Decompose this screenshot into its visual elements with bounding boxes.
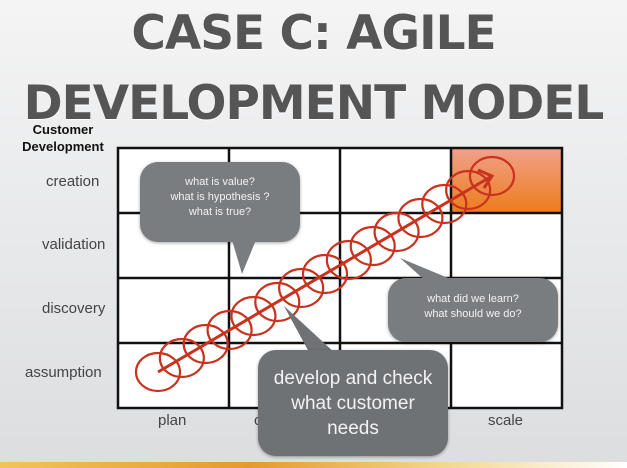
highlight-cell-creation-scale	[451, 149, 561, 212]
spiral-loop	[206, 309, 253, 351]
y-axis-title: Customer Development	[8, 121, 118, 155]
bubble-text: what is value?	[185, 176, 255, 188]
spiral-loop	[325, 239, 372, 281]
bubble-text: what is hypothesis ?	[170, 191, 270, 203]
spiral-loop	[134, 351, 182, 393]
spiral-loop	[445, 169, 492, 211]
speech-bubble-questions: what is value? what is hypothesis ? what…	[140, 162, 300, 274]
spiral-loop	[373, 211, 420, 253]
spiral-loop	[421, 183, 468, 225]
footer-stripe	[0, 462, 627, 468]
spiral-loop	[349, 225, 396, 267]
row-label-assumption: assumption	[25, 364, 102, 381]
spiral-loop	[301, 253, 349, 295]
column-label-partial: c	[254, 412, 262, 429]
spiral-loop	[397, 197, 444, 239]
row-label-validation: validation	[42, 236, 106, 253]
bubble-text: what should we do?	[424, 308, 522, 320]
row-label-creation: creation	[46, 173, 100, 190]
spiral-loop	[254, 281, 301, 323]
y-axis-title-line1: Customer	[32, 122, 94, 137]
spiral-axis	[157, 174, 493, 374]
iteration-spiral	[134, 155, 516, 393]
spiral-loop	[230, 295, 277, 337]
slide-title-line1: CASE C: AGILE	[131, 6, 496, 61]
spiral-loop	[158, 337, 205, 379]
slide-title-line2: DEVELOPMENT MODEL	[23, 76, 605, 131]
bubble-tail	[400, 258, 453, 284]
speech-bubble-develop: develop and check what customer needs	[258, 350, 448, 456]
bubble-text: develop and check	[273, 368, 433, 389]
row-label-discovery: discovery	[42, 300, 106, 317]
y-axis-title-line2: Development	[22, 139, 104, 154]
spiral-loop	[468, 155, 516, 197]
bubble-tail	[284, 306, 336, 354]
bubble-text: needs	[327, 418, 379, 439]
spiral-arrowhead	[477, 168, 495, 189]
column-label-scale: scale	[488, 412, 524, 429]
bubble-text: what did we learn?	[427, 293, 519, 305]
bubble-tail	[232, 240, 256, 274]
spiral-loop	[278, 267, 325, 309]
column-label-plan: plan	[158, 412, 187, 429]
spiral-loop	[182, 323, 229, 365]
bubble-text: what customer	[291, 393, 415, 414]
bubble-text: what is true?	[188, 206, 252, 218]
speech-bubble-learn: what did we learn? what should we do?	[388, 278, 558, 342]
